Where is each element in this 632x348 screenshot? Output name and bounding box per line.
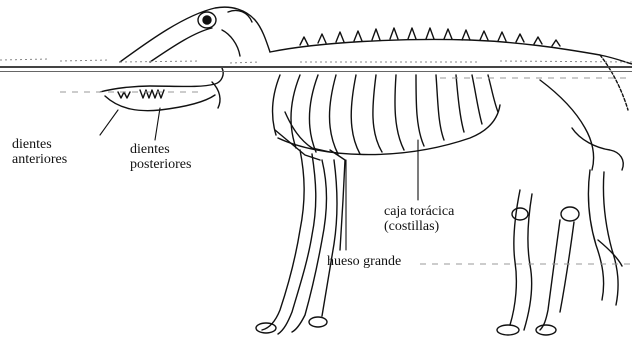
big-bone-label: hueso grande [327, 254, 401, 269]
leader-lines [100, 108, 418, 250]
scan-artifact-band [0, 59, 632, 264]
tail [600, 55, 628, 110]
lower-jaw [100, 68, 223, 111]
rib-cage-label-line-1: caja torácica [384, 204, 454, 219]
shoulder-blade [275, 112, 330, 160]
front-teeth-label-line-1: dientes [12, 137, 67, 152]
leader-back-teeth [155, 108, 160, 140]
back-teeth-label-line-1: dientes [130, 142, 191, 157]
rib-cage-label: caja torácica (costillas) [384, 204, 454, 234]
rib-cage [273, 75, 500, 155]
leader-front-teeth [100, 110, 118, 135]
back-teeth-label: dientes posteriores [130, 142, 191, 172]
front-leg [256, 150, 345, 334]
front-teeth-label-line-2: anteriores [12, 152, 67, 167]
rib-cage-label-line-2: (costillas) [384, 219, 454, 234]
hind-leg [497, 80, 623, 335]
front-teeth-label: dientes anteriores [12, 137, 67, 167]
spine-vertebrae [270, 28, 632, 64]
skull [120, 7, 270, 62]
back-teeth-label-line-2: posteriores [130, 157, 191, 172]
